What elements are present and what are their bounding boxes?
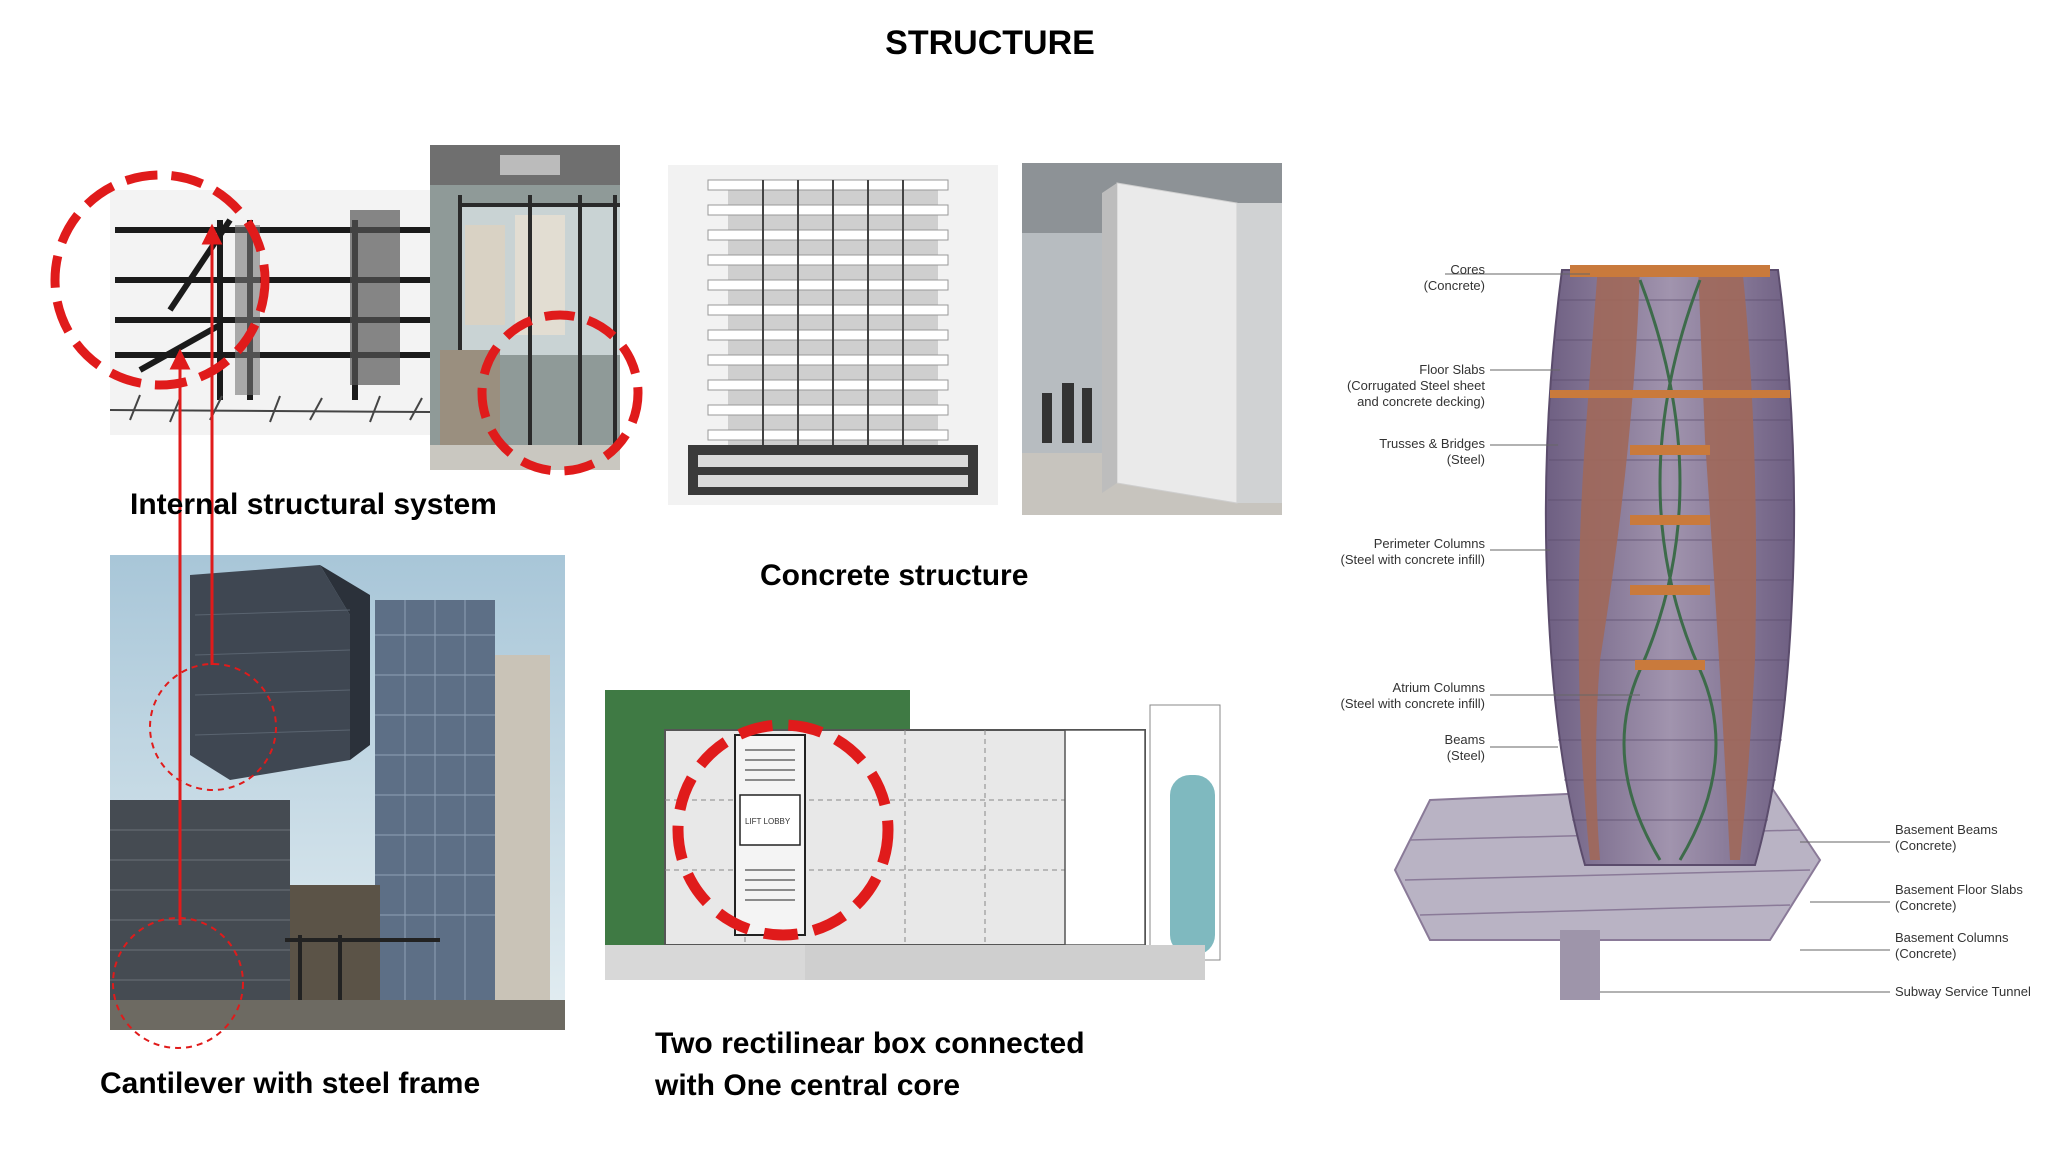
highlight-circle-interior (477, 310, 643, 476)
floor-plan-image: LIFT LOBBY (605, 690, 1225, 995)
label-floor-slabs: Floor Slabs (1419, 362, 1485, 377)
caption-internal-structural-system: Internal structural system (130, 488, 497, 521)
label-basement-columns-sub: (Concrete) (1895, 946, 1956, 961)
label-perimeter-columns-sub: (Steel with concrete infill) (1341, 552, 1486, 567)
structure-sketch-image (110, 190, 430, 435)
label-basement-floor-slabs-sub: (Concrete) (1895, 898, 1956, 913)
label-floor-slabs-sub2: and concrete decking) (1357, 394, 1485, 409)
caption-core-line2: with One central core (655, 1069, 961, 1102)
label-beams-sub: (Steel) (1447, 748, 1485, 763)
caption-core-line1: Two rectilinear box connected (655, 1027, 1085, 1060)
label-subway-tunnel: Subway Service Tunnel (1895, 984, 2031, 999)
label-perimeter-columns: Perimeter Columns (1374, 536, 1486, 551)
label-cores-sub: (Concrete) (1424, 278, 1485, 293)
label-trusses: Trusses & Bridges (1379, 436, 1485, 451)
label-cores: Cores (1450, 262, 1485, 277)
caption-cantilever-steel-frame: Cantilever with steel frame (100, 1067, 481, 1100)
lift-lobby-label: LIFT LOBBY (745, 817, 791, 826)
arrow-head-left (169, 348, 191, 370)
interior-glass-photo (430, 145, 620, 470)
concrete-column-photo (1022, 163, 1282, 515)
highlight-circle-base (112, 917, 244, 1049)
slide-title: STRUCTURE (885, 24, 1095, 62)
concrete-model-image (668, 165, 998, 505)
label-beams: Beams (1445, 732, 1486, 747)
label-atrium-columns-sub: (Steel with concrete infill) (1341, 696, 1486, 711)
label-atrium-columns: Atrium Columns (1393, 680, 1486, 695)
cantilever-building-photo (110, 555, 565, 1030)
label-floor-slabs-sub: (Corrugated Steel sheet (1347, 378, 1485, 393)
arrow-head-right (201, 223, 223, 245)
highlight-circle-core (672, 719, 894, 941)
highlight-circle-sketch (50, 170, 270, 390)
label-trusses-sub: (Steel) (1447, 452, 1485, 467)
tower-structure-diagram: Cores (Concrete) Floor Slabs (Corrugated… (1300, 240, 2040, 1030)
label-basement-beams: Basement Beams (1895, 822, 1998, 837)
highlight-circle-cantilever (149, 663, 277, 791)
label-basement-floor-slabs: Basement Floor Slabs (1895, 882, 2023, 897)
caption-concrete-structure: Concrete structure (760, 559, 1029, 592)
label-basement-columns: Basement Columns (1895, 930, 2009, 945)
label-basement-beams-sub: (Concrete) (1895, 838, 1956, 853)
